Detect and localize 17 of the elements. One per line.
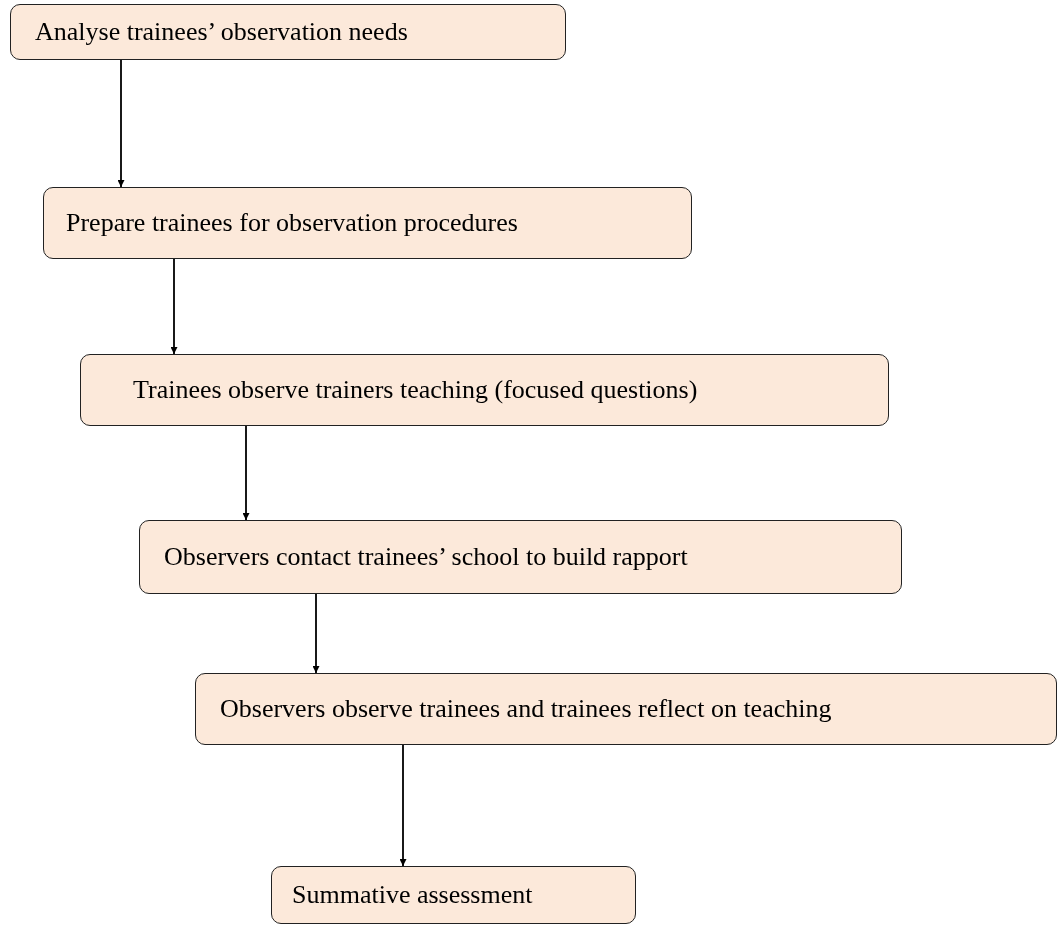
step-text: Observers contact trainees’ school to build rapport bbox=[164, 542, 688, 572]
process-box bbox=[10, 4, 566, 60]
arrow bbox=[170, 258, 178, 355]
arrow bbox=[242, 425, 250, 521]
step-text: Prepare trainees for observation procedures bbox=[66, 208, 518, 238]
process-box bbox=[271, 866, 636, 924]
arrow bbox=[312, 593, 320, 674]
process-box bbox=[43, 187, 692, 259]
arrow bbox=[117, 59, 125, 188]
arrow bbox=[399, 744, 407, 867]
step-text: Analyse trainees’ observation needs bbox=[35, 17, 408, 47]
process-box bbox=[195, 673, 1057, 745]
process-box bbox=[80, 354, 889, 426]
step-text: Observers observe trainees and trainees reflect on teaching bbox=[220, 694, 832, 724]
process-box bbox=[139, 520, 902, 594]
step-text: Summative assessment bbox=[292, 880, 533, 910]
step-text: Trainees observe trainers teaching (focused questions) bbox=[133, 375, 698, 405]
